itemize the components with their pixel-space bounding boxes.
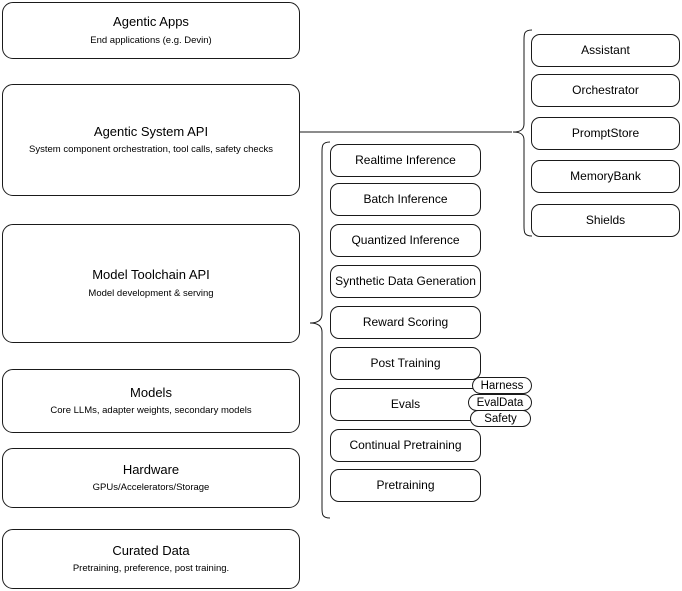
capability-label: Pretraining <box>376 478 435 492</box>
layer-model-toolchain-api[interactable]: Model Toolchain API Model development & … <box>2 224 300 343</box>
layer-agentic-apps[interactable]: Agentic Apps End applications (e.g. Devi… <box>2 2 300 59</box>
layer-title: Models <box>130 384 172 400</box>
capability-label: Evals <box>390 397 421 411</box>
capability-label: Reward Scoring <box>362 315 449 329</box>
capability-pretraining[interactable]: Pretraining <box>330 469 481 502</box>
evals-pill-harness[interactable]: Harness <box>472 377 532 394</box>
component-label: Orchestrator <box>572 83 639 97</box>
capability-continual-pretraining[interactable]: Continual Pretraining <box>330 429 481 462</box>
capability-label: Synthetic Data Generation <box>335 274 476 288</box>
component-promptstore[interactable]: PromptStore <box>531 117 680 150</box>
layer-agentic-system-api[interactable]: Agentic System API System component orch… <box>2 84 300 196</box>
component-shields[interactable]: Shields <box>531 204 680 237</box>
capability-quantized-inference[interactable]: Quantized Inference <box>330 224 481 257</box>
layer-title: Curated Data <box>112 542 190 558</box>
layer-subtitle: Core LLMs, adapter weights, secondary mo… <box>50 405 252 417</box>
capability-reward-scoring[interactable]: Reward Scoring <box>330 306 481 339</box>
component-label: Assistant <box>581 43 630 57</box>
component-label: MemoryBank <box>570 169 641 183</box>
layer-title: Hardware <box>122 461 180 477</box>
layer-subtitle: System component orchestration, tool cal… <box>29 144 273 156</box>
brace-toolchain-capabilities <box>309 141 331 519</box>
evals-pill-safety[interactable]: Safety <box>470 410 531 427</box>
layer-subtitle: Model development & serving <box>88 287 214 299</box>
layer-title: Agentic Apps <box>113 14 189 30</box>
layer-subtitle: End applications (e.g. Devin) <box>90 34 212 46</box>
component-label: Shields <box>585 213 626 227</box>
capability-label: Quantized Inference <box>351 233 460 247</box>
component-memorybank[interactable]: MemoryBank <box>531 160 680 193</box>
capability-label: Batch Inference <box>363 192 448 206</box>
capability-label: Realtime Inference <box>355 153 456 167</box>
capability-post-training[interactable]: Post Training <box>330 347 481 380</box>
layer-models[interactable]: Models Core LLMs, adapter weights, secon… <box>2 369 300 433</box>
layer-subtitle: GPUs/Accelerators/Storage <box>92 482 210 494</box>
capability-label: Post Training <box>370 356 441 370</box>
layer-title: Model Toolchain API <box>92 267 210 283</box>
capability-realtime-inference[interactable]: Realtime Inference <box>330 144 481 177</box>
capability-evals[interactable]: Evals <box>330 388 481 421</box>
capability-batch-inference[interactable]: Batch Inference <box>330 183 481 216</box>
evals-pill-evaldata[interactable]: EvalData <box>468 394 532 411</box>
layer-title: Agentic System API <box>93 123 209 139</box>
component-label: PromptStore <box>571 126 640 140</box>
layer-hardware[interactable]: Hardware GPUs/Accelerators/Storage <box>2 448 300 508</box>
component-assistant[interactable]: Assistant <box>531 34 680 67</box>
component-orchestrator[interactable]: Orchestrator <box>531 74 680 107</box>
layer-subtitle: Pretraining, preference, post training. <box>72 563 230 575</box>
capability-synthetic-data-generation[interactable]: Synthetic Data Generation <box>330 265 481 298</box>
capability-label: Continual Pretraining <box>349 438 462 452</box>
layer-curated-data[interactable]: Curated Data Pretraining, preference, po… <box>2 529 300 589</box>
